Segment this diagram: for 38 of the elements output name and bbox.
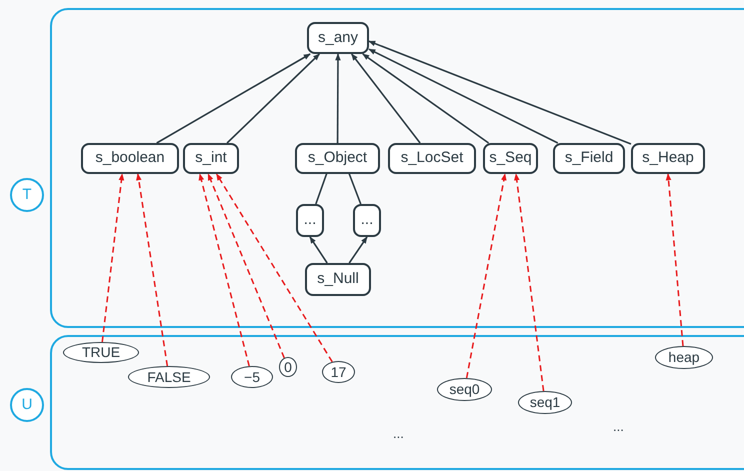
- dashed-arrow: [208, 173, 285, 358]
- dashed-arrow: [198, 173, 250, 366]
- arrow: [368, 40, 632, 145]
- value-ellipse: seq1: [518, 391, 572, 414]
- value-ellipse: 0: [279, 357, 297, 377]
- arrow: [335, 53, 341, 143]
- type-box: s_Field: [553, 143, 625, 174]
- type-box: s_Heap: [631, 143, 705, 174]
- type-box: s_any: [307, 22, 369, 54]
- arrow: [368, 48, 558, 144]
- type-box: s_int: [183, 143, 239, 174]
- type-box: s_Seq: [483, 143, 538, 174]
- arrow: [156, 53, 311, 144]
- dashed-arrow: [666, 173, 684, 346]
- dashed-arrow: [216, 173, 333, 362]
- value-ellipse: FALSE: [128, 366, 210, 388]
- dashed-arrow: [466, 173, 507, 378]
- value-ellipse: −5: [231, 366, 273, 388]
- type-box: s_LocSet: [388, 143, 476, 174]
- ellipsis-label: ...: [613, 418, 624, 436]
- type-box: ...: [296, 204, 324, 237]
- type-box: s_Null: [305, 263, 371, 296]
- arrow: [226, 53, 320, 144]
- arrow: [309, 236, 328, 264]
- dashed-arrow: [514, 173, 544, 392]
- value-ellipse: seq0: [437, 378, 492, 401]
- arrow: [348, 236, 368, 264]
- value-ellipse: 17: [322, 361, 355, 383]
- value-ellipse: heap: [655, 346, 713, 369]
- type-box: s_Object: [295, 143, 380, 174]
- dashed-arrow: [136, 173, 168, 366]
- ellipsis-label: ...: [393, 425, 404, 443]
- arrow: [351, 53, 421, 144]
- value-ellipse: TRUE: [63, 342, 139, 363]
- type-box: s_boolean: [81, 143, 179, 174]
- arrow: [362, 53, 490, 144]
- dashed-arrow: [102, 173, 124, 342]
- type-box: ...: [353, 204, 381, 237]
